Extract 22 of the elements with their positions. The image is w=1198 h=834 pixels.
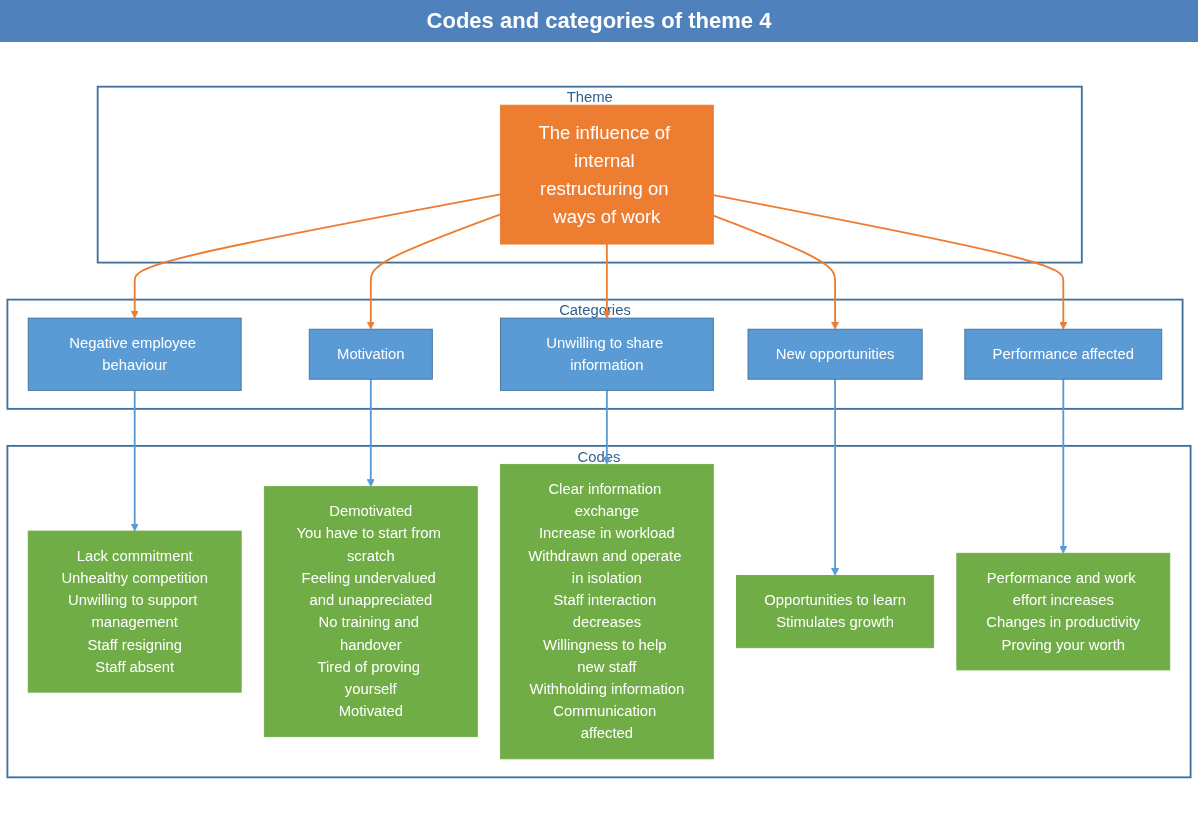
node-box: Clear information exchange Increase in workload Withdrawn and operate in isolation Staff interaction decreases Willingness to help new staff Withholding information Communication affected (499, 463, 714, 760)
node-box: Motivation (308, 328, 433, 380)
arrow (130, 193, 502, 319)
diagram-title: Codes and categories of theme 4 (0, 0, 1198, 42)
arrow (602, 243, 611, 319)
arrow (602, 389, 611, 465)
node-box: Performance affected (964, 328, 1163, 380)
arrow (130, 389, 139, 532)
node-box: Negative employee behaviour (27, 317, 242, 391)
arrow (1059, 378, 1068, 554)
node-box: Unwilling to share information (499, 317, 714, 391)
arrow (366, 213, 502, 330)
arrow (831, 378, 840, 576)
node-box: Opportunities to learn Stimulates growth (736, 575, 935, 649)
node-box: Lack commitment Unhealthy competition Unwilling to support management Staff resigning Staff absent (27, 530, 242, 693)
node-box: Performance and work effort increases Changes in productivity Proving your worth (956, 552, 1171, 671)
node-box: Demotivated You have to start from scratch Feeling undervalued and unappreciated No training and handover Tired of proving yourself Motivated (263, 486, 478, 738)
node-box: New opportunities (747, 328, 923, 380)
node-box: The influence of internal restructuring on ways of work (499, 104, 714, 245)
arrow (366, 378, 375, 487)
arrow (712, 214, 840, 330)
arrow (712, 194, 1068, 330)
